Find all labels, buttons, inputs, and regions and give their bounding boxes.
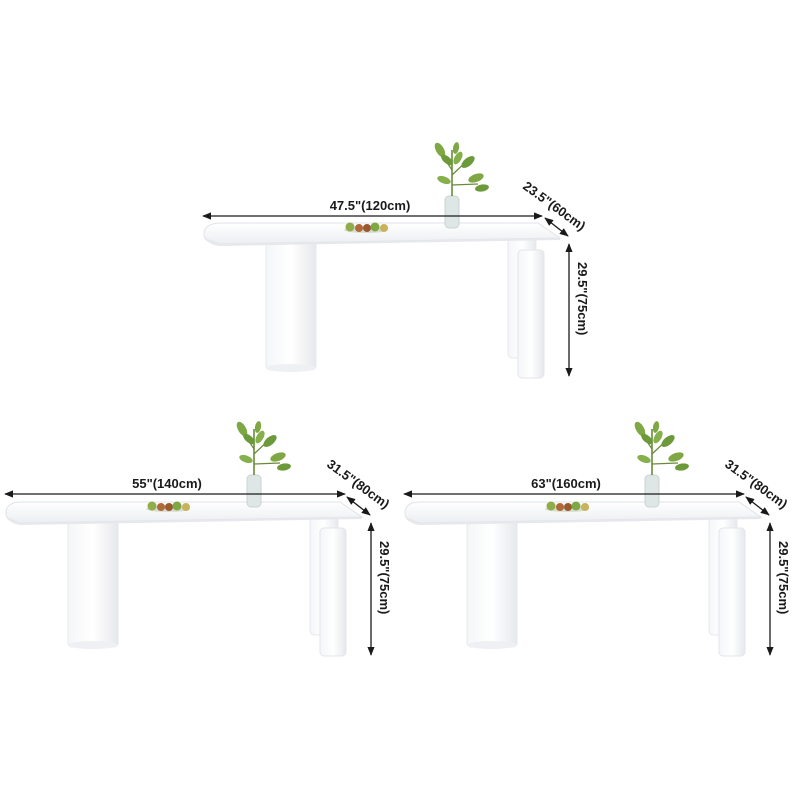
height-label: 29.5"(75cm) [575,262,590,335]
table-leg-left-base [266,364,316,372]
table-leg-left [265,237,317,371]
fruit-bowl-icon [146,501,190,512]
table-leg-right-front [517,249,545,379]
plant-vase-icon [434,142,489,229]
depth-dimension-line [544,217,569,237]
fruit-bowl-icon [344,222,388,233]
width-label: 63"(160cm) [531,476,601,491]
table-leg-left [466,516,518,648]
table-leg-left [67,516,119,648]
height-label: 29.5"(75cm) [776,541,791,614]
table-leg-left-base [68,641,118,649]
depth-dimension-line [745,496,770,516]
table-leg-left-base [467,641,517,649]
table-leg-right-front [718,527,746,657]
table-leg-right-front [319,527,347,657]
depth-dimension-line [346,496,371,516]
table-160cm: 63"(160cm) 31.5"(80cm) 29.5"(75cm) [403,421,791,657]
width-label: 55"(140cm) [132,476,202,491]
table-140cm: 55"(140cm) 31.5"(80cm) 29.5"(75cm) [4,421,392,657]
table-120cm: 47.5"(120cm) 23.5"(60cm) 29.5"(75cm) [202,142,590,379]
fruit-bowl-icon [545,501,589,512]
width-label: 47.5"(120cm) [330,198,411,213]
height-label: 29.5"(75cm) [377,541,392,614]
